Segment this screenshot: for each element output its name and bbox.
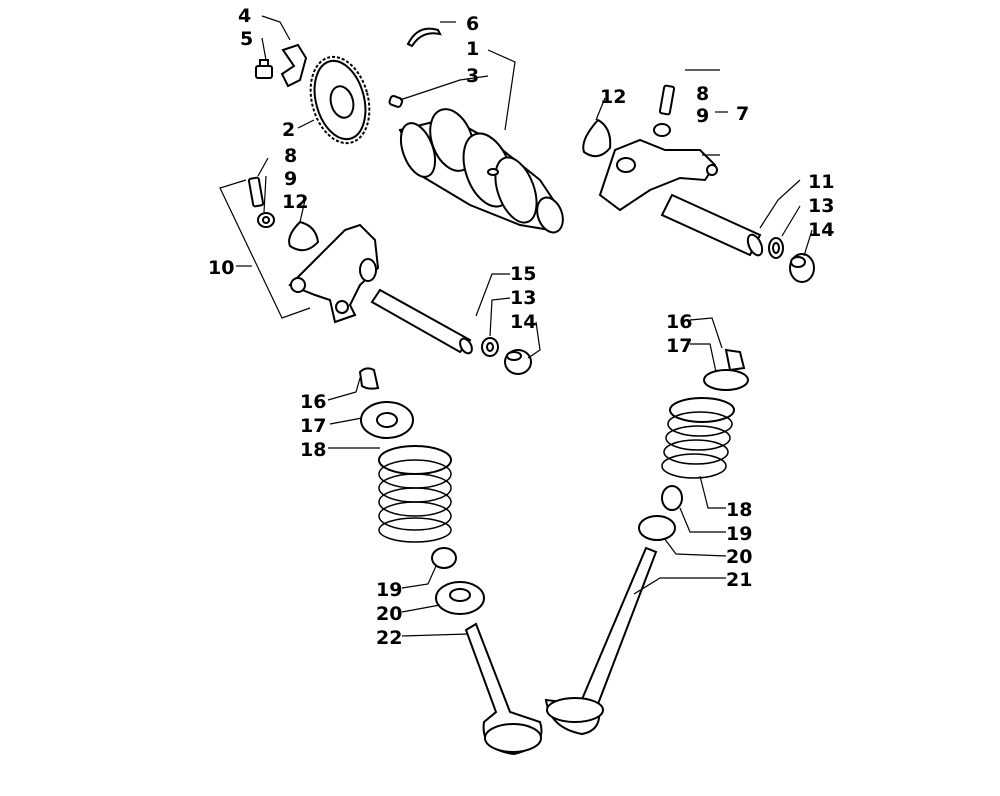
valve-keepers-right xyxy=(724,348,746,372)
callout-3: 3 xyxy=(466,65,479,87)
callout-10: 10 xyxy=(208,257,234,279)
leader-lines xyxy=(236,15,813,637)
callout-7: 7 xyxy=(736,103,749,125)
spring-retainer-right xyxy=(703,369,749,391)
locknut-right xyxy=(653,123,671,137)
valve-left xyxy=(464,622,543,756)
lock-washer xyxy=(280,43,308,88)
callout-19-right: 19 xyxy=(726,523,752,545)
valve-stem-seal-right xyxy=(661,485,683,511)
callout-8-left: 8 xyxy=(284,145,297,167)
sprocket-dowel-pin xyxy=(388,95,404,108)
callout-2: 2 xyxy=(282,119,295,141)
callout-6: 6 xyxy=(466,13,479,35)
callout-9-left: 9 xyxy=(284,168,297,190)
adjust-screw-right xyxy=(658,84,676,116)
callout-20-right: 20 xyxy=(726,546,752,568)
camshaft xyxy=(398,108,564,234)
callout-14-left: 14 xyxy=(510,311,536,333)
valve-right xyxy=(544,546,658,736)
spring-retainer-left xyxy=(360,401,414,439)
valve-stem-seal-left xyxy=(431,547,457,569)
gasket-right xyxy=(582,118,612,158)
screw xyxy=(255,59,273,79)
callout-4: 4 xyxy=(238,5,251,27)
o-ring-right xyxy=(768,237,784,259)
callout-17-right: 17 xyxy=(666,335,692,357)
camshaft-sprocket xyxy=(309,55,371,145)
callout-18-left: 18 xyxy=(300,439,326,461)
plug-right xyxy=(789,253,815,283)
rocker-shaft-left xyxy=(370,288,473,355)
callout-9-right: 9 xyxy=(696,105,709,127)
rocker-shaft-right xyxy=(660,193,764,257)
callout-14-right: 14 xyxy=(808,219,834,241)
spring-seat-right xyxy=(638,515,676,541)
locknut-left xyxy=(257,212,275,228)
callout-12-right: 12 xyxy=(600,86,626,108)
plug-left xyxy=(504,349,532,375)
callout-16-left: 16 xyxy=(300,391,326,413)
callout-5: 5 xyxy=(240,28,253,50)
rocker-arm-right xyxy=(598,138,718,212)
callout-22: 22 xyxy=(376,627,402,649)
rocker-assembly-bracket xyxy=(219,179,311,319)
gasket-left xyxy=(288,220,320,252)
callout-8-right: 8 xyxy=(696,83,709,105)
retainer-clip xyxy=(406,27,442,48)
valve-spring-left xyxy=(378,445,452,543)
callout-16-right: 16 xyxy=(666,311,692,333)
callout-13-right: 13 xyxy=(808,195,834,217)
callout-11: 11 xyxy=(808,171,834,193)
callout-1: 1 xyxy=(466,38,479,60)
callout-20-left: 20 xyxy=(376,603,402,625)
callout-19-left: 19 xyxy=(376,579,402,601)
valve-keepers-left xyxy=(358,367,380,390)
callout-12-left: 12 xyxy=(282,191,308,213)
callout-15: 15 xyxy=(510,263,536,285)
o-ring-left xyxy=(481,337,499,357)
spring-seat-left xyxy=(435,581,485,615)
valve-spring-right xyxy=(661,397,735,479)
callout-18-right: 18 xyxy=(726,499,752,521)
callout-13-left: 13 xyxy=(510,287,536,309)
adjust-screw-left xyxy=(247,176,265,208)
callout-17-left: 17 xyxy=(300,415,326,437)
callout-21: 21 xyxy=(726,569,752,591)
rocker-arm-left xyxy=(288,223,380,324)
callout-labels: 4 5 6 1 3 2 12 8 9 7 8 9 12 10 11 13 14 … xyxy=(208,5,834,649)
